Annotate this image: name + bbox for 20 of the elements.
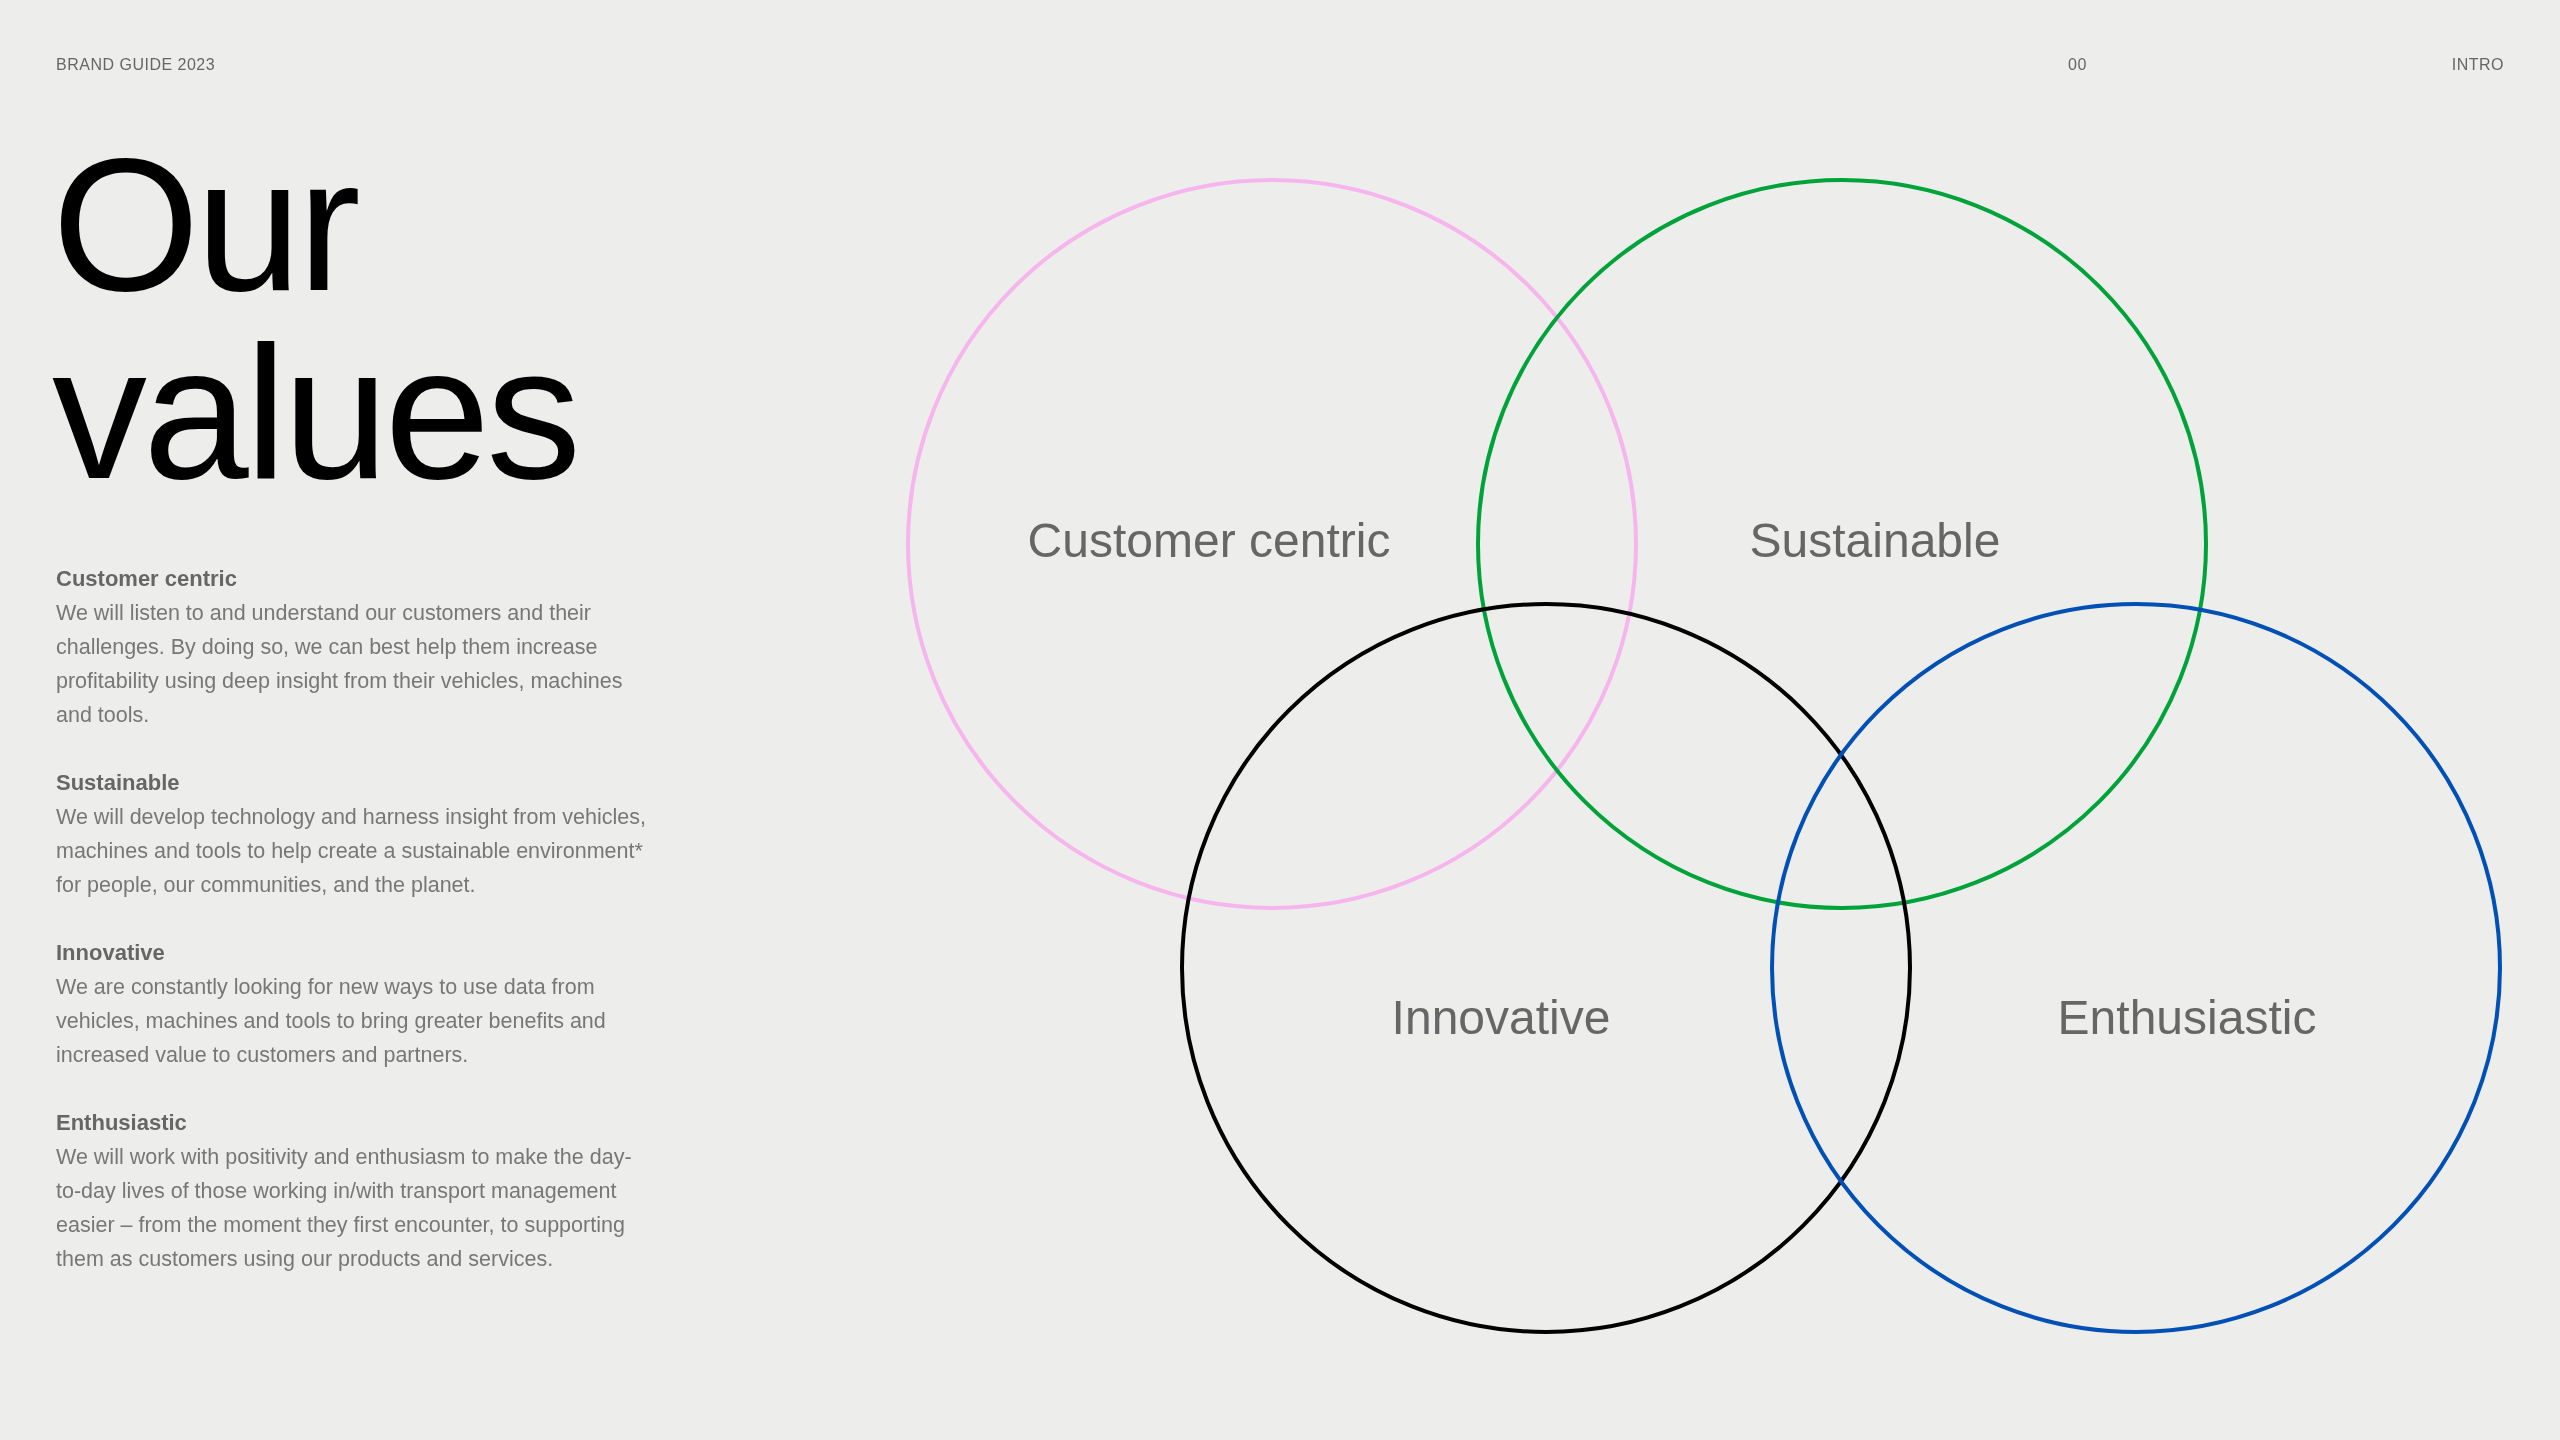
value-description: We will work with positivity and enthusiasm to make the day-to-day lives of those working in/with transport management easier – from the moment they first encounter, to supporting them as customers using our products and services.	[56, 1144, 633, 1273]
value-heading: Sustainable	[56, 769, 181, 797]
value-heading: Customer centric	[56, 565, 238, 593]
circle-label: Innovative	[1391, 989, 1611, 1045]
value-description: We are constantly looking for new ways to use data from vehicles, machines and tools to bring greater benefits and increased value to customers and partners.	[56, 974, 607, 1069]
circle-label: Enthusiastic	[2057, 989, 2317, 1045]
header-text: 00	[2068, 56, 2087, 74]
venn-circle	[1770, 602, 2502, 1334]
venn-circle	[1476, 178, 2208, 910]
value-heading: Enthusiastic	[56, 1109, 188, 1137]
header-text: INTRO	[2451, 56, 2504, 74]
page-title: Our values	[52, 130, 579, 506]
circle-label: Customer centric	[1027, 512, 1391, 568]
circle-label: Sustainable	[1749, 512, 2001, 568]
value-description: We will develop technology and harness insight from vehicles, machines and tools to help create a sustainable environment* for people, our communities, and the planet.	[56, 804, 647, 899]
venn-circle	[906, 178, 1638, 910]
value-description: We will listen to and understand our customers and their challenges. By doing so, we can best help them increase profitability using deep insight from their vehicles, machines and tools.	[56, 600, 624, 729]
header-text: BRAND GUIDE 2023	[56, 56, 216, 74]
value-heading: Innovative	[56, 939, 166, 967]
venn-circle	[1180, 602, 1912, 1334]
